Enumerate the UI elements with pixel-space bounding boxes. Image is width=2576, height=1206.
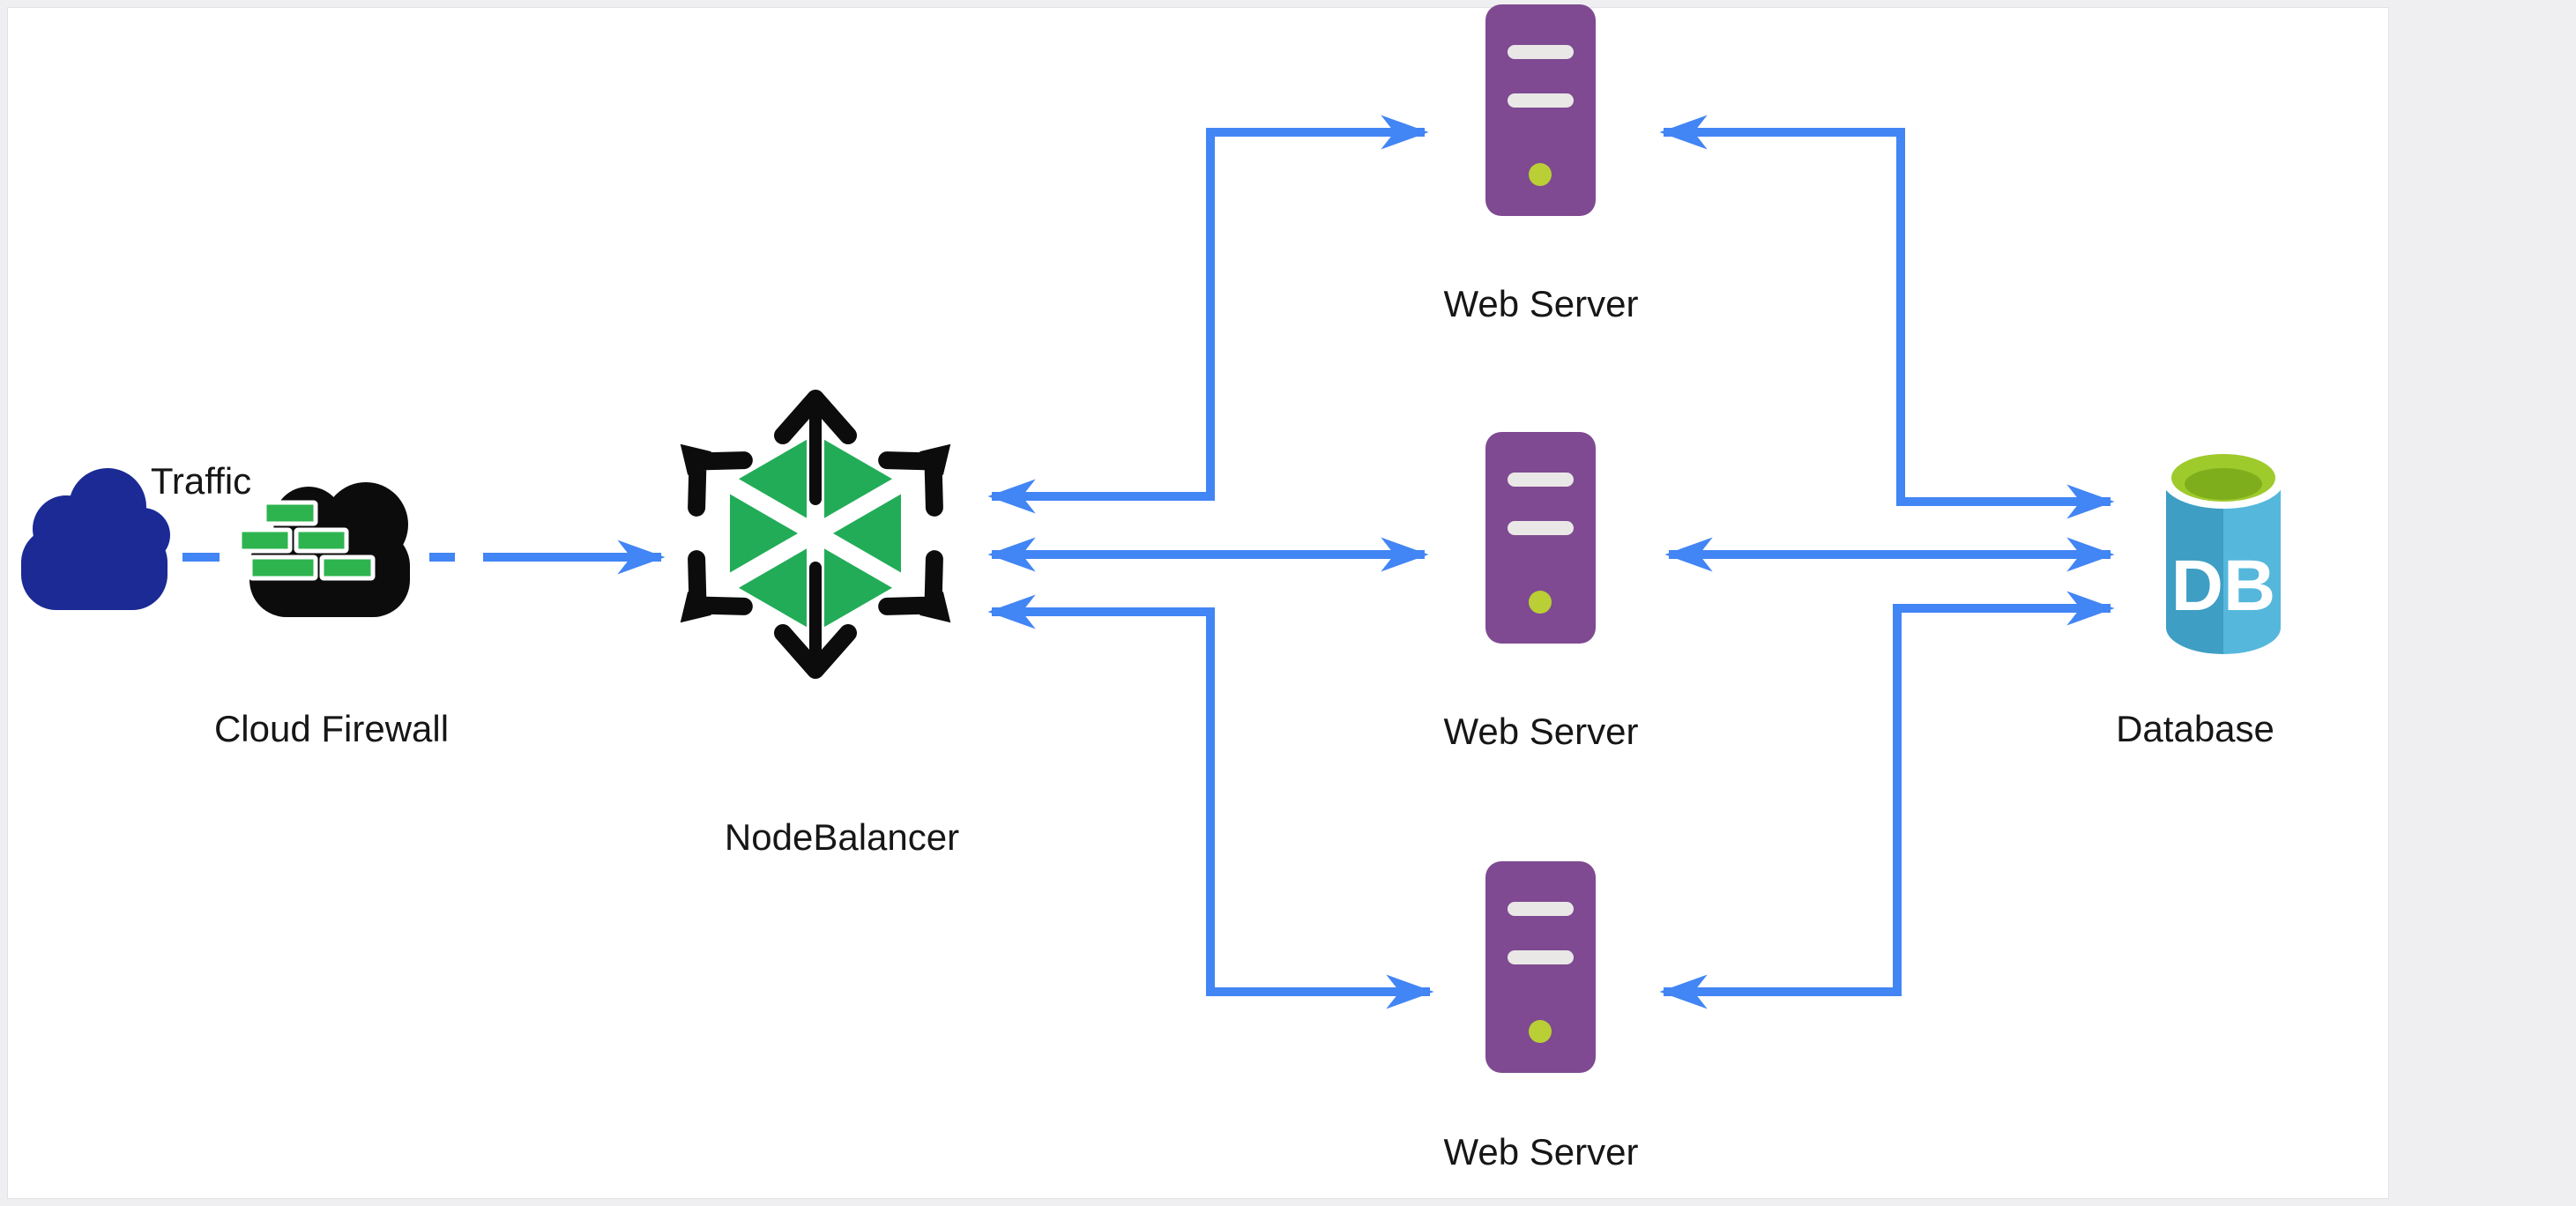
database-badge: DB bbox=[2171, 546, 2275, 626]
label-cloud-firewall: Cloud Firewall bbox=[213, 708, 450, 749]
label-web-server-middle: Web Server bbox=[1443, 711, 1639, 752]
database-icon: DB bbox=[2163, 452, 2284, 654]
connector-arrows bbox=[182, 115, 2115, 1009]
web-server-bottom-icon bbox=[1485, 861, 1596, 1073]
edge-nodebalancer-webserver-bottom bbox=[987, 594, 1434, 1009]
label-traffic: Traffic bbox=[150, 460, 252, 502]
nodebalancer-icon bbox=[680, 390, 951, 679]
edge-webserver-top-database bbox=[1659, 115, 2115, 519]
cloud-firewall-icon bbox=[237, 482, 410, 617]
web-server-top-icon bbox=[1485, 4, 1596, 216]
traffic-cloud-icon bbox=[21, 468, 170, 610]
label-nodebalancer: NodeBalancer bbox=[724, 816, 960, 858]
label-web-server-bottom: Web Server bbox=[1443, 1131, 1639, 1172]
label-database: Database bbox=[2116, 708, 2274, 749]
web-server-middle-icon bbox=[1485, 432, 1596, 644]
label-web-server-top: Web Server bbox=[1443, 283, 1639, 324]
edge-nodebalancer-webserver-top bbox=[987, 115, 1429, 514]
firewall-bricks bbox=[237, 500, 376, 581]
edge-webserver-bottom-database bbox=[1659, 591, 2115, 1009]
